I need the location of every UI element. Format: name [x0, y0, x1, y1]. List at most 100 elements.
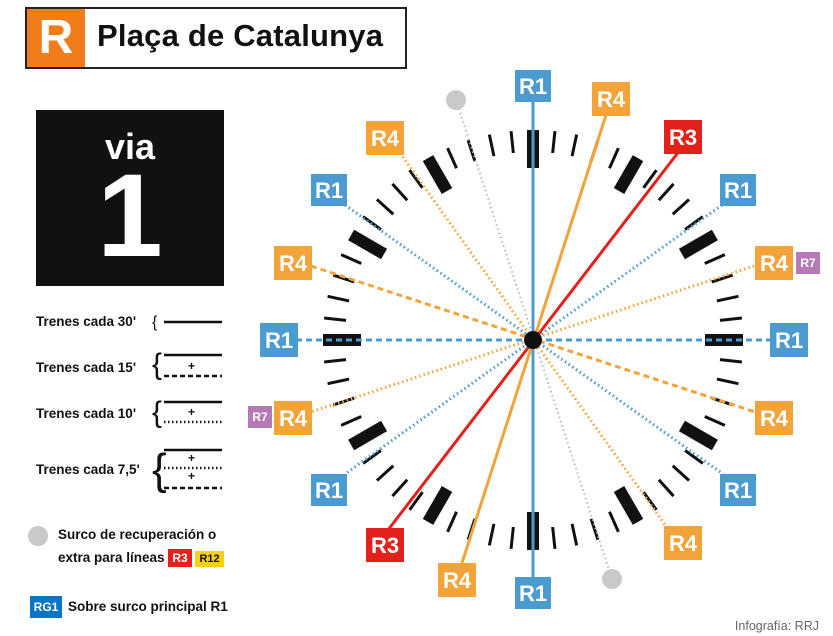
clock-hour-tick — [678, 229, 718, 260]
clock-minute-tick — [716, 377, 739, 386]
r1-badge-label: R1 — [724, 478, 752, 503]
legend-plus-sign: + — [188, 469, 195, 483]
clock-minute-tick — [711, 273, 734, 284]
recovery-note-line2: extra para líneas R3 R12 — [58, 549, 224, 567]
r4-badge-label: R4 — [597, 87, 626, 112]
svg-text:{: { — [152, 348, 162, 381]
r4-badge — [366, 121, 404, 155]
clock-minute-tick — [608, 147, 620, 169]
recovery-line — [455, 99, 613, 580]
station-title: Plaça de Catalunya — [97, 18, 384, 53]
legend-15min-label: Trenes cada 15' — [36, 360, 137, 375]
legend-plus-sign: + — [188, 359, 195, 373]
r1-badge — [311, 174, 347, 206]
r12-badge: R12 — [195, 551, 224, 567]
r4-line-dotted — [310, 264, 755, 414]
clock-minute-tick — [657, 478, 675, 498]
clock-minute-tick — [487, 523, 496, 546]
r1-badge — [260, 323, 298, 357]
clock-minute-tick — [391, 478, 409, 498]
r1-badge — [311, 474, 347, 506]
clock-minute-tick — [391, 182, 409, 202]
r4-badge-label: R4 — [279, 406, 308, 431]
clock-minute-tick — [671, 464, 691, 482]
title-box — [25, 7, 407, 69]
clock-minute-tick — [375, 464, 395, 482]
r4-badge-label: R4 — [279, 251, 308, 276]
clock-minute-tick — [375, 198, 395, 216]
clock-minute-tick — [642, 169, 658, 189]
clock-minute-tick — [716, 294, 739, 303]
clock-minute-tick — [446, 147, 458, 169]
r1-badge-label: R1 — [519, 74, 547, 99]
clock-minute-tick — [408, 169, 424, 189]
legend-10min-label: Trenes cada 10' — [36, 406, 137, 421]
clock-minute-tick — [719, 358, 743, 364]
r1-badge-label: R1 — [724, 178, 752, 203]
clock-minute-tick — [362, 449, 382, 465]
r1-badge — [720, 474, 756, 506]
clock-minute-tick — [509, 526, 515, 550]
clock-minute-tick — [671, 198, 691, 216]
platform-number: 1 — [97, 150, 163, 282]
r1-line-dotted — [344, 203, 723, 476]
clock-minute-tick — [589, 518, 600, 541]
r1-line-dotted — [344, 203, 724, 476]
clock-minute-tick — [323, 358, 347, 364]
clock-minute-tick — [551, 130, 557, 154]
legend-30min-symbol: { — [152, 314, 222, 331]
r4-badge-label: R4 — [443, 568, 472, 593]
clock-minute-tick — [327, 377, 350, 386]
clock-minute-tick — [323, 316, 347, 322]
clock-minute-tick — [570, 134, 579, 157]
clock-minute-tick — [704, 415, 726, 427]
rodalies-logo: R — [27, 9, 85, 67]
clock-hour-tick — [678, 420, 718, 451]
clock-minute-tick — [684, 449, 704, 465]
r4-badge — [755, 246, 793, 280]
clock-minute-tick — [446, 511, 458, 533]
clock-minute-tick — [704, 253, 726, 265]
clock-center — [524, 331, 542, 349]
r4-badge-label: R4 — [669, 531, 698, 556]
r4-badge-label: R4 — [371, 126, 400, 151]
clock-minute-tick — [332, 273, 355, 284]
r7-badge-label: R7 — [800, 256, 816, 270]
r4-badge — [274, 246, 312, 280]
legend-plus-sign: + — [188, 405, 195, 419]
clock-minute-tick — [340, 253, 362, 265]
rg1-note: Sobre surco principal R1 — [68, 599, 228, 614]
r4-badge — [592, 82, 630, 116]
r3-badge — [664, 120, 702, 154]
r1-badge-label: R1 — [315, 478, 343, 503]
r3-badge — [366, 528, 404, 562]
platform-label: via — [104, 126, 156, 167]
platform-box: via 1 — [36, 110, 224, 286]
r7-badge — [796, 252, 820, 274]
clock-minute-tick — [719, 316, 743, 322]
r1-badge-label: R1 — [265, 328, 293, 353]
svg-text:{: { — [152, 446, 167, 494]
recovery-dot-icon — [446, 90, 466, 110]
r4-badge — [664, 526, 702, 560]
r1-badge-label: R1 — [775, 328, 803, 353]
clock-hour-tick — [422, 485, 453, 525]
r1-badge — [770, 323, 808, 357]
svg-text:{: { — [152, 314, 158, 331]
r4-badge-label: R4 — [760, 406, 789, 431]
clock-hour-tick — [422, 155, 453, 195]
clock-minute-tick — [657, 182, 675, 202]
legend-30min-label: Trenes cada 30' — [36, 314, 137, 329]
recovery-note-line1: Surco de recuperación o — [58, 527, 217, 542]
clock-minute-tick — [327, 294, 350, 303]
r1-badge — [720, 174, 756, 206]
r4-badge — [274, 401, 312, 435]
legend-7-5min-symbol: { + + — [152, 446, 222, 494]
r7-badge — [248, 406, 272, 428]
clock-hour-tick — [613, 485, 644, 525]
clock-minute-tick — [509, 130, 515, 154]
rg1-badge: RG1 — [30, 596, 62, 618]
clock-minute-tick — [408, 491, 424, 511]
svg-text:{: { — [152, 396, 162, 429]
